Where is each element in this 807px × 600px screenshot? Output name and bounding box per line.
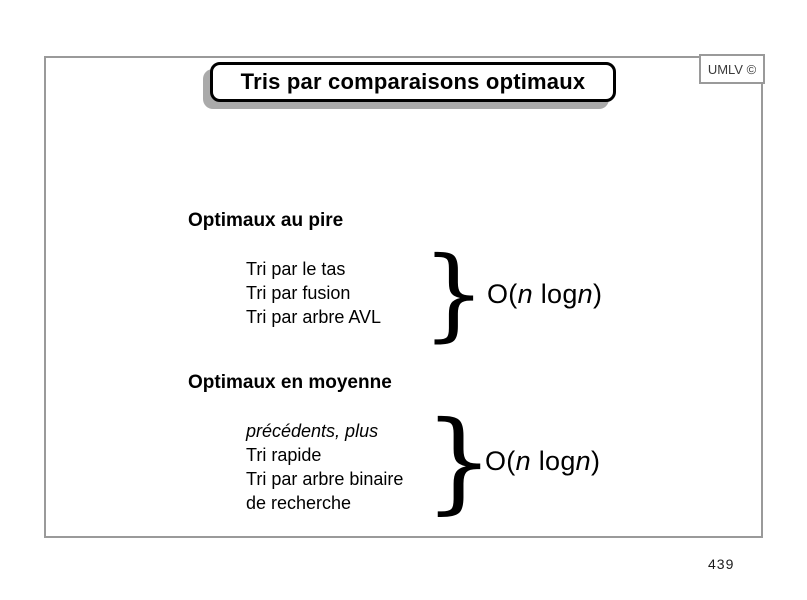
list-item: Tri par le tas [246,259,346,279]
formula-close: ) [592,279,603,309]
formula-close: ) [590,446,601,476]
formula-log: log [532,279,578,309]
list-item: Tri par arbre AVL [246,307,382,327]
formula-n: n [577,279,593,309]
page-number: 439 [708,556,735,572]
curly-brace-icon: } [424,397,494,525]
complexity-formula-average-case: O(n logn) [485,446,600,477]
formula-log: log [530,446,576,476]
list-item: Tri par fusion [246,283,351,303]
formula-n: n [517,279,533,309]
sort-list-average-case: précédents, plus Tri rapide Tri par arbr… [246,419,403,515]
list-item: Tri rapide [246,445,322,465]
section-heading-average-case: Optimaux en moyenne [188,372,392,393]
complexity-formula-worst-case: O(n logn) [487,279,602,310]
formula-open: O( [487,279,518,309]
page-title: Tris par comparaisons optimaux [240,69,586,94]
list-item: précédents, plus [246,421,379,441]
list-item: Tri par arbre binaire [246,469,404,489]
curly-brace-icon: } [422,235,486,352]
brand-box: UMLV © [699,54,765,84]
sort-list-worst-case: Tri par le tas Tri par fusion Tri par ar… [246,257,381,329]
list-item: de recherche [246,493,352,513]
formula-n: n [515,446,531,476]
formula-n: n [575,446,591,476]
title-box: Tris par comparaisons optimaux [210,62,616,102]
formula-open: O( [485,446,516,476]
slide-frame [44,56,763,538]
section-heading-worst-case: Optimaux au pire [188,210,344,231]
brand-label: UMLV © [707,61,757,77]
